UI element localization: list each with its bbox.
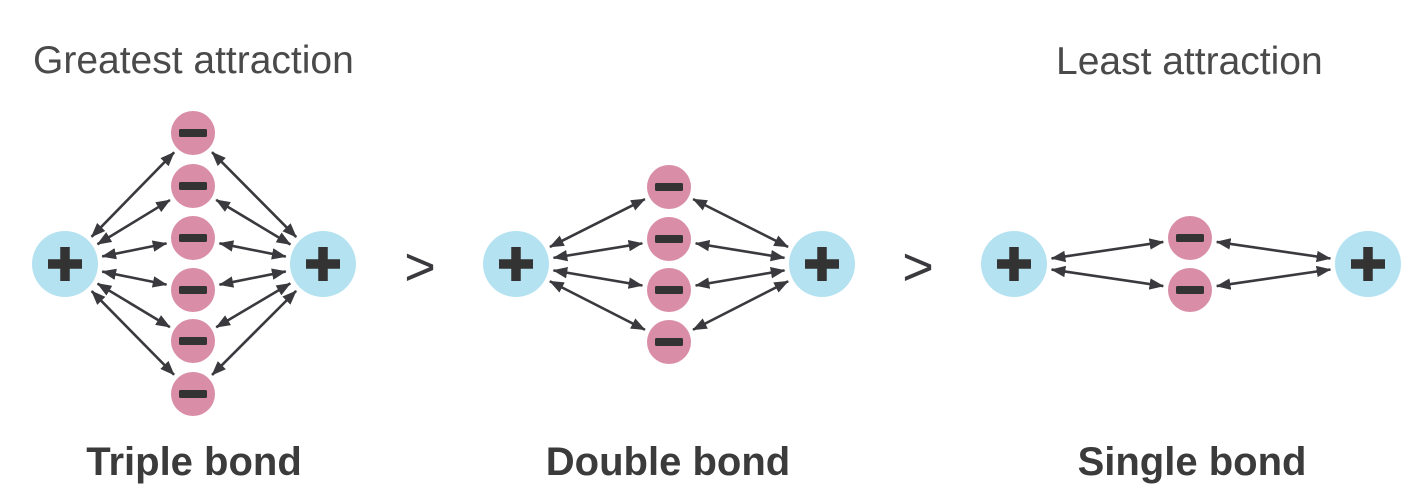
greatest-attraction-label: Greatest attraction [33, 39, 354, 82]
single-bond-label: Single bond [1077, 440, 1307, 484]
greater-than-symbol: > [902, 237, 934, 297]
minus-sign [655, 235, 683, 243]
attraction-arrow [692, 197, 789, 249]
attraction-arrow [694, 239, 786, 262]
minus-sign [179, 286, 207, 294]
attraction-arrow [1215, 238, 1332, 263]
attraction-arrow [549, 197, 646, 249]
attraction-arrow [692, 280, 789, 331]
minus-sign [655, 286, 683, 294]
minus-sign [179, 337, 207, 345]
attraction-arrow [1215, 265, 1332, 290]
minus-sign [179, 182, 207, 190]
minus-sign [1176, 234, 1204, 242]
attraction-arrow [215, 282, 291, 329]
attraction-arrow [694, 267, 786, 289]
attraction-arrow [552, 267, 644, 289]
plus-sign [306, 247, 340, 281]
attraction-arrow [218, 268, 287, 288]
minus-sign [1176, 286, 1204, 294]
minus-sign [179, 390, 207, 398]
double-bond-label: Double bond [545, 440, 791, 484]
minus-sign [655, 183, 683, 191]
minus-sign [179, 234, 207, 242]
attraction-arrow [215, 198, 292, 246]
attraction-arrow [1050, 265, 1165, 290]
plus-sign [997, 247, 1031, 281]
least-attraction-label: Least attraction [1056, 40, 1323, 83]
attraction-arrow [101, 268, 168, 288]
single-bond-diagram [981, 216, 1401, 312]
attraction-arrow [211, 151, 298, 238]
double-bond-diagram [483, 165, 855, 364]
triple-bond-label: Triple bond [86, 440, 302, 484]
minus-sign [655, 338, 683, 346]
attraction-arrow [96, 282, 171, 329]
attraction-arrow [552, 239, 644, 262]
minus-sign [179, 129, 207, 137]
plus-sign [805, 247, 839, 281]
attraction-arrow [218, 240, 287, 260]
plus-sign [499, 247, 533, 281]
plus-sign [1351, 247, 1385, 281]
attraction-arrow [90, 290, 175, 376]
attraction-arrow [549, 280, 646, 331]
greater-than-symbol: > [404, 237, 436, 297]
plus-sign [48, 247, 82, 281]
attraction-arrow [101, 240, 168, 260]
triple-bond-diagram [32, 111, 356, 416]
attraction-arrow [211, 289, 298, 376]
attraction-arrow [96, 198, 171, 246]
attraction-arrow [1050, 238, 1165, 263]
